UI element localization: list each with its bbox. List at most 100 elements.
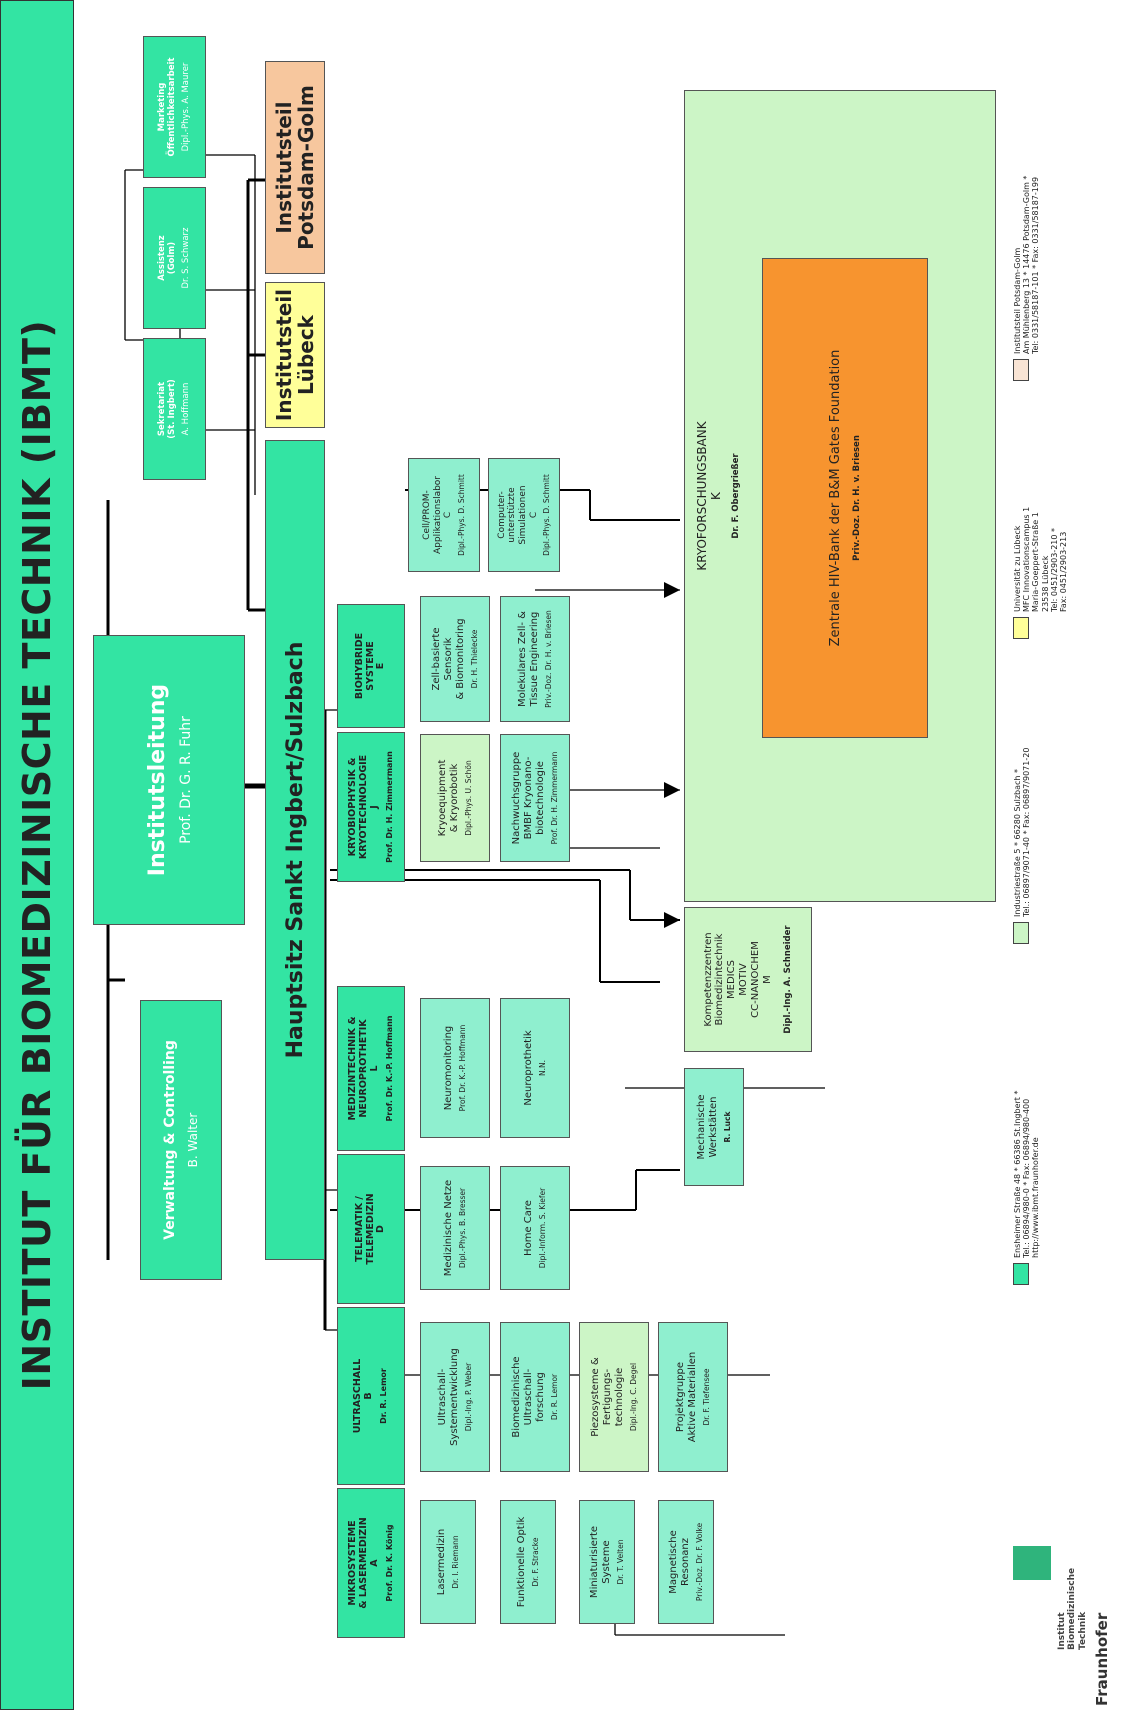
unit-person: Dipl.-Phys. D. Schmitt <box>542 474 552 556</box>
unit-title: Nachwuchsgruppe BMBF Kryonano- biotechno… <box>511 751 546 845</box>
unit-title: Neuromonitoring <box>443 1025 455 1111</box>
unit-title: Funktionelle Optik <box>516 1516 528 1608</box>
department-l: MEDIZINTECHNIK & NEUROPROTHETIK L Prof. … <box>337 986 405 1151</box>
unit-person: Dipl.-Phys. D. Schmitt <box>456 474 466 556</box>
unit-title: Piezosysteme & Fertigungs- technologie <box>590 1357 625 1437</box>
unit-j2: Nachwuchsgruppe BMBF Kryonano- biotechno… <box>500 734 570 862</box>
hiv-bank-person: Priv.-Doz. Dr. H. v. Briesen <box>851 435 862 561</box>
unit-title: Cell/PROM- Applikationslabor C <box>422 475 454 555</box>
admin-person: B. Walter <box>186 1112 200 1168</box>
ibmt-logo-mark-icon <box>1013 1546 1051 1580</box>
staff-title: Marketing Öffentlichkeitsarbeit <box>157 57 177 157</box>
site-luebeck-title: Institutsteil Lübeck <box>272 288 318 422</box>
unit-person: Dipl.-Ing. C. Degel <box>628 1362 638 1432</box>
unit-person: Dipl.-Phys. U. Schön <box>463 760 473 836</box>
department-e: BIOHYBRIDE SYSTEME E <box>337 604 405 728</box>
kryobank-person: Dr. F. Obergrießer <box>731 453 742 539</box>
unit-a3: Miniaturisierte Systeme Dr. T. Velten <box>579 1500 635 1624</box>
unit-e2: Molekulares Zell- & Tissue Engineering P… <box>500 596 570 722</box>
unit-title: Projektgruppe Aktive Materiallen <box>675 1351 698 1443</box>
legend-swatch-st-ingbert <box>1013 1263 1029 1285</box>
unit-c1: Cell/PROM- Applikationslabor C Dipl.-Phy… <box>408 458 480 572</box>
unit-title: Biomedizinische Ultraschall- forschung <box>511 1356 546 1438</box>
department-head: Prof. Dr. K.-P. Hoffmann <box>384 1015 394 1122</box>
unit-b1: Ultraschall- Systementwicklung Dipl.-Ing… <box>420 1322 490 1472</box>
department-title: TELEMATIK / TELEMEDIZIN D <box>353 1193 387 1265</box>
unit-title: Lasermedizin <box>436 1528 448 1596</box>
department-title: MIKROSYSTEME & LASERMEDIZIN A <box>346 1517 380 1609</box>
unit-person: Dr. I. Riemann <box>450 1535 460 1589</box>
workshops-person: R. Luck <box>722 1111 732 1143</box>
department-title: ULTRASCHALL B <box>352 1358 375 1434</box>
department-d: TELEMATIK / TELEMEDIZIN D <box>337 1154 405 1304</box>
legend-text-sulzbach: Industriestraße 5 * 66280 Sulzbach * Tel… <box>1013 747 1032 917</box>
workshops-box: Mechanische Werkstätten R. Luck <box>684 1068 744 1186</box>
unit-person: Dr. F. Tiefensee <box>701 1368 711 1426</box>
fraunhofer-logo: Fraunhofer Institut Biomedizinische Tech… <box>1005 1540 1123 1710</box>
unit-title: Magnetische Resonanz <box>668 1530 691 1594</box>
department-title: KRYOBIOPHYSIK & KRYOTECHNOLOGIE J <box>346 754 380 860</box>
unit-title: Home Care <box>523 1200 535 1256</box>
unit-title: Ultraschall- Systementwicklung <box>437 1348 460 1446</box>
unit-a1: Lasermedizin Dr. I. Riemann <box>420 1500 476 1624</box>
unit-person: Dr. F. Stracke <box>530 1537 540 1587</box>
unit-a4: Magnetische Resonanz Priv.-Doz. Dr. F. V… <box>658 1500 714 1624</box>
site-box-potsdam: Institutsteil Potsdam-Golm <box>265 61 325 274</box>
unit-person: N.N. <box>537 1060 547 1076</box>
staff-title: Assistenz (Golm) <box>157 235 177 281</box>
staff-person: Dr. S. Schwarz <box>180 227 191 289</box>
department-a: MIKROSYSTEME & LASERMEDIZIN A Prof. Dr. … <box>337 1488 405 1638</box>
unit-j1: Kryoequipment & Kryorobotik Dipl.-Phys. … <box>420 734 490 862</box>
unit-person: Priv.-Doz. Dr. F. Volke <box>694 1522 704 1602</box>
unit-title: Miniaturisierte Systeme <box>589 1525 612 1599</box>
unit-person: Priv.-Doz. Dr. H. v. Briesen <box>543 610 553 708</box>
department-head: Prof. Dr. H. Zimmermann <box>384 751 394 863</box>
unit-person: Dipl.-Ing. P. Weber <box>463 1362 473 1432</box>
unit-l1: Neuromonitoring Prof. Dr. K.-P. Hoffmann <box>420 998 490 1138</box>
department-head: Prof. Dr. K. König <box>384 1524 394 1602</box>
unit-title: Computer- unterstützte Simulationen C <box>496 485 539 545</box>
competence-box: Kompetenzzentren Biomedizintechnik MEDIC… <box>684 907 812 1052</box>
department-head: Dr. R. Lemor <box>379 1368 389 1424</box>
staff-person: A. Hoffmann <box>180 382 191 436</box>
institute-title: INSTITUT FÜR BIOMEDIZINISCHE TECHNIK (IB… <box>15 319 59 1391</box>
competence-person: Dipl.-Ing. A. Schneider <box>783 925 794 1034</box>
unit-title: Medizinische Netze <box>443 1179 455 1277</box>
unit-title: Neuroprothetik <box>523 1030 535 1106</box>
institute-title-banner: INSTITUT FÜR BIOMEDIZINISCHE TECHNIK (IB… <box>0 0 74 1710</box>
admin-title: Verwaltung & Controlling <box>162 1040 178 1240</box>
unit-c2: Computer- unterstützte Simulationen C Di… <box>488 458 560 572</box>
unit-e1: Zell-basierte Sensorik & Biomonitoring D… <box>420 596 490 722</box>
department-title: MEDIZINTECHNIK & NEUROPROTHETIK L <box>346 1016 380 1121</box>
institute-wordmark: Institut Biomedizinische Technik <box>1057 1567 1088 1650</box>
unit-d1: Medizinische Netze Dipl.-Phys. B. Bresse… <box>420 1166 490 1290</box>
unit-person: Prof. Dr. K.-P. Hoffmann <box>457 1024 467 1112</box>
unit-person: Dr. T. Velten <box>615 1539 625 1585</box>
fraunhofer-wordmark: Fraunhofer <box>1093 1612 1111 1706</box>
unit-person: Dipl.-Inform. S. Kiefer <box>537 1187 547 1269</box>
workshops-title: Mechanische Werkstätten <box>696 1094 719 1160</box>
site-potsdam-title: Institutsteil Potsdam-Golm <box>272 85 318 250</box>
main-site-box: Hauptsitz Sankt Ingbert/Sulzbach <box>265 440 325 1260</box>
department-j: KRYOBIOPHYSIK & KRYOTECHNOLOGIE J Prof. … <box>337 732 405 882</box>
legend-swatch-luebeck <box>1013 617 1029 639</box>
unit-person: Dr. H. Thielecke <box>469 629 479 689</box>
competence-title: Kompetenzzentren Biomedizintechnik MEDIC… <box>702 932 773 1027</box>
staff-title: Sekretariat (St. Ingbert) <box>157 379 177 439</box>
leadership-person: Prof. Dr. G. R. Fuhr <box>177 716 194 844</box>
unit-title: Molekulares Zell- & Tissue Engineering <box>517 611 540 707</box>
unit-title: Zell-basierte Sensorik & Biomonitoring <box>431 618 466 700</box>
unit-b3: Piezosysteme & Fertigungs- technologie D… <box>579 1322 649 1472</box>
kryobank-title: KRYOFORSCHUNGSBANK K <box>695 421 724 571</box>
legend-swatch-potsdam <box>1013 359 1029 381</box>
staff-box-sekretariat: Sekretariat (St. Ingbert) A. Hoffmann <box>143 338 206 480</box>
department-b: ULTRASCHALL B Dr. R. Lemor <box>337 1307 405 1485</box>
department-title: BIOHYBRIDE SYSTEME E <box>353 632 387 700</box>
unit-l2: Neuroprothetik N.N. <box>500 998 570 1138</box>
unit-person: Prof. Dr. H. Zimmermann <box>549 751 559 845</box>
leadership-title: Institutsleitung <box>144 683 170 877</box>
staff-box-marketing: Marketing Öffentlichkeitsarbeit Dipl.-Ph… <box>143 36 206 178</box>
unit-b4: Projektgruppe Aktive Materiallen Dr. F. … <box>658 1322 728 1472</box>
